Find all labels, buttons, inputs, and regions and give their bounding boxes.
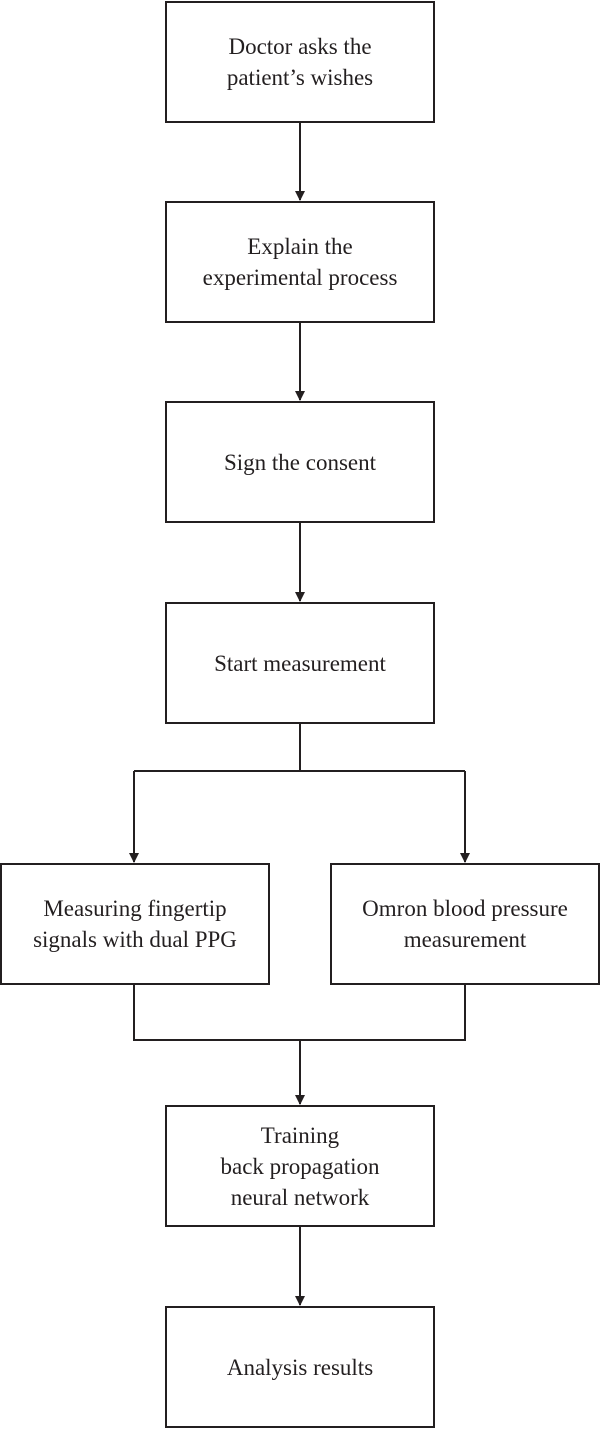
edge-n4-split <box>134 724 465 772</box>
node-start-measurement: Start measurement <box>165 602 435 724</box>
node-label: Explain the experimental process <box>202 234 398 290</box>
node-train-bpnn: Training back propagation neural network <box>165 1105 435 1227</box>
node-sign-consent: Sign the consent <box>165 401 435 523</box>
node-analysis-results: Analysis results <box>165 1306 435 1428</box>
node-label: Omron blood pressure measurement <box>362 896 568 952</box>
node-doctor-asks-wishes: Doctor asks the patient’s wishes <box>165 1 435 123</box>
node-label: Sign the consent <box>223 449 377 475</box>
node-fingertip-ppg: Measuring fingertip signals with dual PP… <box>0 863 270 985</box>
edge-merge-n5-n6 <box>133 985 466 1041</box>
node-omron-bp: Omron blood pressure measurement <box>330 863 600 985</box>
node-label: Doctor asks the patient’s wishes <box>226 34 374 90</box>
node-label: Start measurement <box>214 650 386 676</box>
node-label: Analysis results <box>226 1354 374 1380</box>
node-label: Measuring fingertip signals with dual PP… <box>33 896 237 952</box>
node-label: Training back propagation neural network <box>220 1122 380 1210</box>
node-explain-process: Explain the experimental process <box>165 201 435 323</box>
